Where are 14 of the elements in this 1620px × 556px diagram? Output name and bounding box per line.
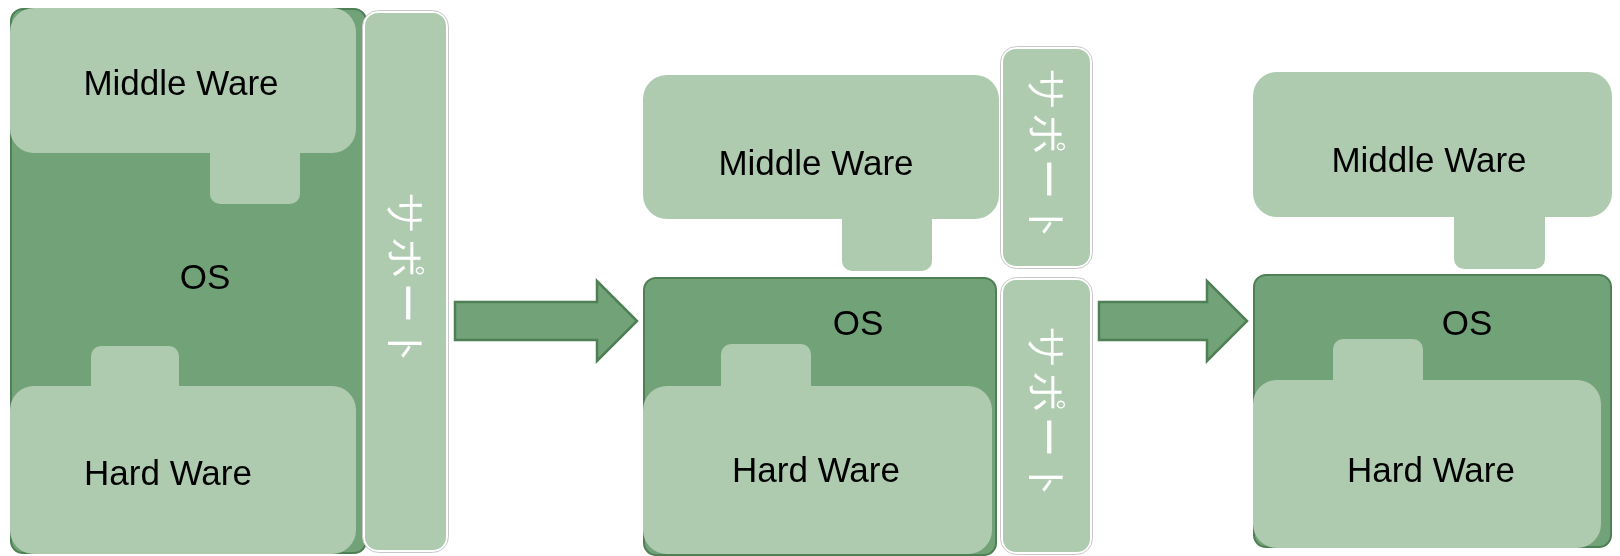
support-label: サポート: [1024, 68, 1070, 247]
support-label: サポート: [383, 192, 429, 371]
block-label: Hard Ware: [84, 453, 252, 493]
block-label: Middle Ware: [83, 63, 279, 103]
block-arrow: [453, 278, 639, 364]
support-label: サポート: [1024, 326, 1070, 506]
block-label: Middle Ware: [1331, 140, 1527, 180]
block-label: Middle Ware: [718, 143, 914, 183]
block-label: Hard Ware: [732, 450, 900, 490]
os-label: OS: [179, 257, 231, 297]
block-arrow: [1097, 278, 1249, 364]
os-label: OS: [832, 303, 884, 343]
os-label: OS: [1441, 303, 1493, 343]
block-label: Hard Ware: [1347, 450, 1515, 490]
